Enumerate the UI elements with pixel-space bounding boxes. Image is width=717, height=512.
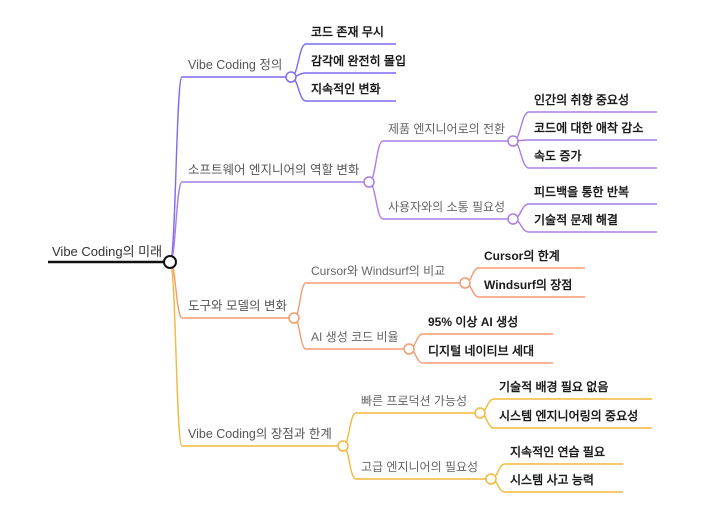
leaf-node-label: 인간의 취향 중요성 (534, 92, 629, 107)
leaf-node-label: 감각에 완전히 몰입 (311, 53, 406, 68)
sub-node-label: 고급 엔지니어의 필요성 (361, 460, 478, 474)
sub-node-toggle[interactable] (474, 407, 486, 419)
leaf-node-label: 시스템 엔지니어링의 중요성 (499, 408, 638, 423)
leaf-node-label: 코드에 대한 애착 감소 (534, 120, 643, 135)
sub-node-toggle[interactable] (485, 473, 497, 485)
leaf-node-label: 지속적인 변화 (311, 81, 381, 96)
sub-node-toggle[interactable] (507, 135, 519, 147)
branch-connector (169, 261, 183, 447)
leaf-node-label: 95% 이상 AI 생성 (428, 314, 518, 329)
sub-node-label: 사용자와의 소통 필요성 (388, 200, 505, 214)
sub-node-label: Cursor와 Windsurf의 비교 (311, 264, 445, 278)
sub-node-label: 빠른 프로덕션 가능성 (361, 394, 467, 408)
sub-connector (368, 140, 384, 183)
branch-2-label: 소프트웨어 엔지니어의 역할 변화 (188, 163, 360, 177)
leaf-node-label: 코드 존재 무시 (311, 25, 384, 39)
branch-node-toggle[interactable] (285, 71, 297, 83)
leaf-node-label: 디지털 네이티브 세대 (428, 343, 534, 358)
leaf-node-label: 속도 증가 (534, 148, 582, 163)
mindmap-nodes: Vibe Coding의 미래 Vibe Coding 정의 코드 존재 무시감각에… (52, 25, 643, 487)
leaf-node-label: 피드백을 통한 반복 (534, 184, 629, 199)
branch-4-label: Vibe Coding의 장점과 한계 (188, 427, 332, 441)
sub-node-toggle[interactable] (507, 213, 519, 225)
sub-connector (368, 181, 384, 220)
leaf-node-label: 지속적인 연습 필요 (510, 444, 605, 459)
root-node-toggle[interactable] (163, 255, 177, 269)
leaf-node-label: Windsurf의 장점 (484, 277, 572, 292)
leaf-node-label: Cursor의 한계 (484, 248, 560, 263)
root-node-label: Vibe Coding의 미래 (52, 244, 162, 259)
sub-node-toggle[interactable] (403, 343, 415, 355)
sub-node-label: AI 생성 코드 비율 (311, 330, 399, 344)
branch-node-toggle[interactable] (337, 440, 349, 452)
leaf-node-label: 기술적 배경 필요 없음 (499, 379, 608, 394)
branch-connector (169, 76, 183, 263)
branch-node-toggle[interactable] (363, 176, 375, 188)
branch-node-toggle[interactable] (288, 312, 300, 324)
branch-1-label: Vibe Coding 정의 (188, 58, 282, 72)
sub-node-toggle[interactable] (459, 277, 471, 289)
leaf-node-label: 시스템 사고 능력 (510, 472, 594, 487)
sub-node-label: 제품 엔지니어로의 전환 (388, 122, 505, 136)
branch-3-label: 도구와 모델의 변화 (188, 299, 287, 313)
leaf-node-label: 기술적 문제 해결 (534, 212, 618, 227)
